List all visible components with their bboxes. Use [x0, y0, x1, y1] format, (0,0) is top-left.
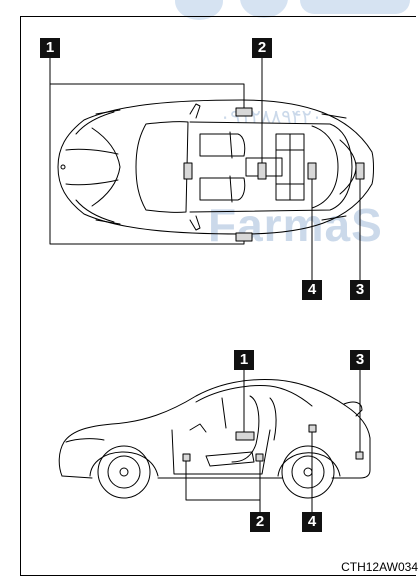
callout-badge-1: 1 — [40, 38, 60, 58]
top-view-leader-lines — [49, 57, 361, 281]
callout-badge-3: 3 — [350, 280, 370, 300]
callout-badge-2: 2 — [252, 38, 272, 58]
callout-badge-1: 1 — [234, 350, 254, 370]
callout-badge-2: 2 — [250, 512, 270, 532]
watermark-shape — [175, 0, 223, 20]
figure-code: CTH12AW034 — [341, 560, 418, 574]
side-view-leader-lines — [185, 367, 361, 513]
side-view-airbag-markers — [182, 424, 364, 462]
watermark-shape — [300, 0, 410, 14]
callout-badge-3: 3 — [350, 350, 370, 370]
figure-frame — [20, 16, 416, 576]
car-top-view — [57, 99, 374, 235]
callout-badge-4: 4 — [302, 280, 322, 300]
top-view-airbag-markers — [183, 107, 365, 242]
callout-badge-4: 4 — [302, 512, 322, 532]
watermark-text: FarmaS — [208, 199, 383, 251]
car-side-view — [58, 379, 371, 499]
watermark-shape — [240, 0, 288, 18]
